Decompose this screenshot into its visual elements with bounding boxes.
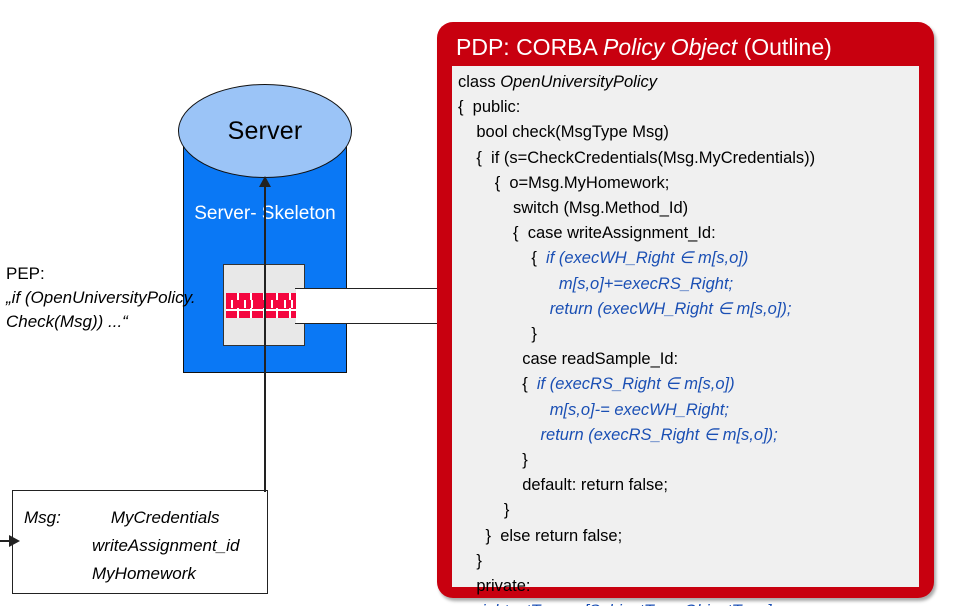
code-line: return (execRS_Right ∈ m[s,o]); <box>458 423 928 448</box>
code-line: return (execWH_Right ∈ m[s,o]); <box>458 297 928 322</box>
code-policy-expression: return (execWH_Right ∈ m[s,o]); <box>549 299 792 318</box>
code-line: } <box>458 448 928 473</box>
code-line: } <box>458 549 928 574</box>
code-text: } else return false; <box>485 526 623 545</box>
code-policy-expression: if (execWH_Right ∈ m[s,o]) <box>546 249 749 268</box>
msg-item-0: MyCredentials <box>110 508 220 527</box>
code-line: { if (execWH_Right ∈ m[s,o]) <box>458 246 928 271</box>
code-line: m[s,o]-= execWH_Right; <box>458 398 928 423</box>
code-line: } else return false; <box>458 524 928 549</box>
pdp-title-part-2: Policy Object <box>602 34 738 60</box>
code-line: private: <box>458 574 928 599</box>
code-text: } <box>531 325 537 344</box>
pdp-code-panel <box>452 66 919 587</box>
server-label: Server <box>227 116 303 145</box>
msg-box <box>12 490 268 594</box>
code-line: } <box>458 322 928 347</box>
code-text: { case writeAssignment_Id: <box>513 224 716 243</box>
code-policy-expression: m[s,o]+=execRS_Right; <box>558 274 734 293</box>
code-line: switch (Msg.Method_Id) <box>458 196 928 221</box>
code-text: { <box>531 249 547 268</box>
code-text: { if (s=CheckCredentials(Msg.MyCredentia… <box>476 148 816 167</box>
code-line: { if (s=CheckCredentials(Msg.MyCredentia… <box>458 146 928 171</box>
code-line: bool check(MsgType Msg) <box>458 120 928 145</box>
code-policy-expression: m[s,o]-= execWH_Right; <box>549 400 729 419</box>
connector-band-fill <box>296 289 436 323</box>
pep-code-line-1: „if (OpenUniversityPolicy. <box>6 288 196 307</box>
connector-band <box>295 288 478 324</box>
code-line: default: return false; <box>458 473 928 498</box>
code-line: m[s,o]+=execRS_Right; <box>458 272 928 297</box>
code-text: private: <box>476 577 531 596</box>
code-line: case readSample_Id: <box>458 347 928 372</box>
code-text: bool check(MsgType Msg) <box>476 123 669 142</box>
incoming-msg-line <box>0 540 14 542</box>
code-policy-expression: if (execRS_Right ∈ m[s,o]) <box>536 375 735 394</box>
code-text: default: return false; <box>522 476 669 495</box>
code-line: class OpenUniversityPolicy <box>458 70 928 95</box>
code-text: class <box>458 73 501 91</box>
code-text: { public: <box>458 98 521 117</box>
pep-code-line-2: Check(Msg)) ...“ <box>6 312 128 331</box>
msg-to-server-line <box>264 180 266 492</box>
msg-item-1: writeAssignment_id <box>92 536 240 555</box>
msg-label: Msg: <box>24 508 61 527</box>
code-line: } <box>458 498 928 523</box>
pep-caption: PEP: „if (OpenUniversityPolicy. Check(Ms… <box>6 262 221 334</box>
code-text: case readSample_Id: <box>522 350 679 369</box>
pdp-title-part-3: (Outline) <box>737 34 832 60</box>
code-policy-expression: return (execRS_Right ∈ m[s,o]); <box>540 425 778 444</box>
pdp-panel-title: PDP: CORBA Policy Object (Outline) <box>456 34 832 61</box>
code-line: rightsetType m[SubjectType,ObjectType]; <box>458 599 928 606</box>
code-line: { public: <box>458 95 928 120</box>
code-text: } <box>503 501 510 520</box>
msg-box-content: Msg: MyCredentials writeAssignment_id MyH… <box>24 504 239 588</box>
code-text: { o=Msg.MyHomework; <box>494 173 670 192</box>
code-line: { if (execRS_Right ∈ m[s,o]) <box>458 372 928 397</box>
incoming-msg-arrowhead <box>9 535 20 547</box>
msg-item-2: MyHomework <box>92 564 196 583</box>
code-text: switch (Msg.Method_Id) <box>513 199 689 218</box>
msg-to-server-arrowhead <box>259 176 271 187</box>
code-text: } <box>522 451 528 470</box>
pdp-title-part-1: PDP: CORBA <box>456 34 603 60</box>
server-cylinder-top: Server <box>178 84 352 178</box>
pdp-code-listing: class OpenUniversityPolicy { public: bool… <box>458 70 928 606</box>
code-text: } <box>476 551 482 570</box>
code-policy-expression: rightsetType m[SubjectType,ObjectType]; <box>476 602 776 606</box>
pep-title: PEP: <box>6 264 45 283</box>
code-text: { <box>522 375 537 394</box>
code-line: { case writeAssignment_Id: <box>458 221 928 246</box>
code-identifier: OpenUniversityPolicy <box>500 73 657 91</box>
code-line: { o=Msg.MyHomework; <box>458 171 928 196</box>
